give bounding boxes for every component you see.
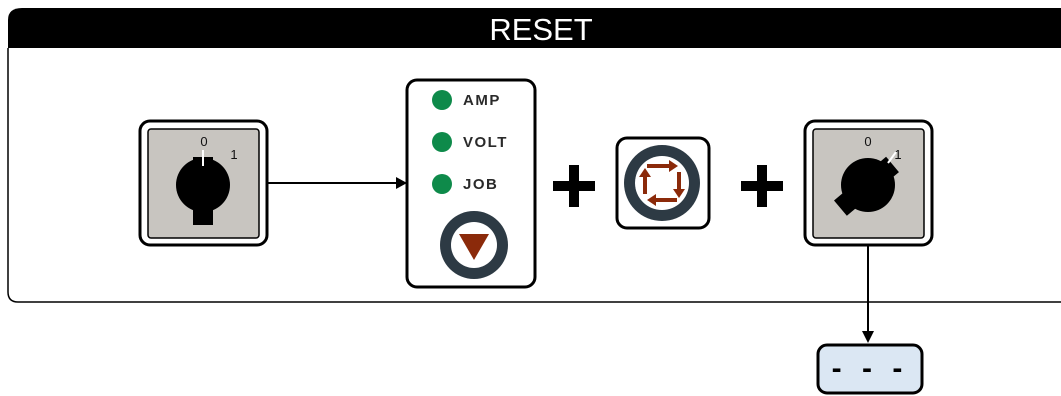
title-banner bbox=[8, 8, 1061, 48]
diagram-frame bbox=[7, 48, 1061, 303]
led-label: VOLT bbox=[463, 134, 508, 151]
led-indicator bbox=[432, 90, 452, 110]
plus-operator-1 bbox=[553, 165, 595, 207]
cycle-arrows-icon bbox=[639, 160, 685, 206]
arrowhead-2 bbox=[862, 331, 874, 343]
led-label: AMP bbox=[463, 92, 501, 109]
led-indicator bbox=[432, 174, 452, 194]
plus-operator-2 bbox=[741, 165, 783, 207]
switch-mark-on: 1 bbox=[894, 147, 901, 162]
display-readout: - - - bbox=[816, 343, 924, 395]
diagram-title: RESET bbox=[489, 12, 592, 47]
switch-mark-off: 0 bbox=[864, 134, 871, 149]
switch-pointer bbox=[887, 151, 897, 164]
down-button[interactable] bbox=[440, 211, 508, 279]
main-switch-off[interactable]: 0 1 bbox=[138, 119, 269, 247]
led-volt: VOLT bbox=[432, 132, 508, 152]
cycle-button[interactable] bbox=[615, 136, 711, 230]
led-label: JOB bbox=[463, 176, 498, 193]
led-amp: AMP bbox=[432, 90, 501, 110]
triangle-down-icon bbox=[459, 234, 489, 260]
switch-lever bbox=[193, 157, 213, 225]
switch-lever bbox=[833, 156, 899, 216]
main-switch-on[interactable]: 0 1 bbox=[803, 119, 934, 247]
led-indicator bbox=[432, 132, 452, 152]
switch-mark-off: 0 bbox=[200, 134, 207, 149]
display-text: - - - bbox=[832, 352, 909, 385]
led-job: JOB bbox=[432, 174, 498, 194]
control-panel: AMP VOLT JOB bbox=[405, 78, 537, 289]
switch-mark-on: 1 bbox=[230, 147, 237, 162]
arrowhead-1 bbox=[396, 177, 407, 189]
